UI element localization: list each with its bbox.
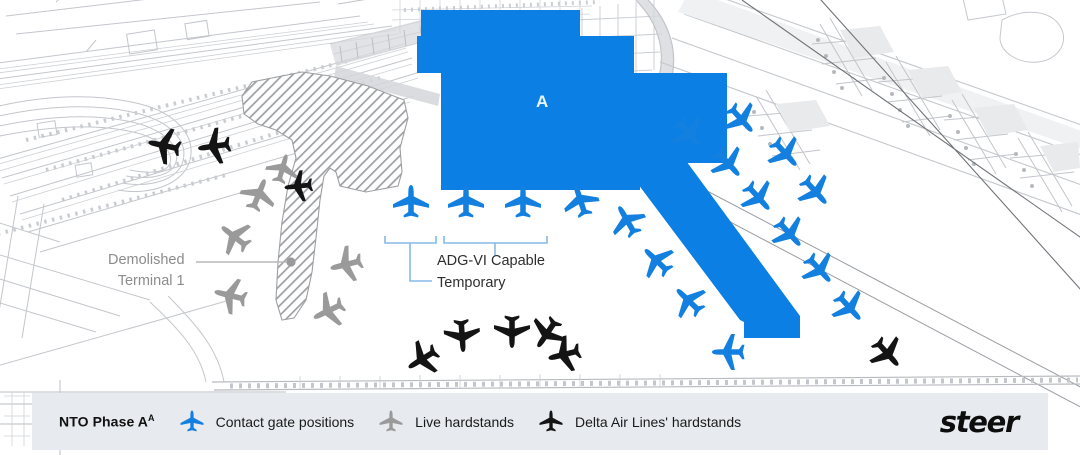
legend-item-live-hardstands[interactable]: Live hardstands: [378, 409, 514, 435]
aircraft-gray: [210, 274, 251, 317]
aircraft-blue: [790, 167, 840, 216]
steer-logo: steer: [939, 404, 1020, 439]
aircraft-black: [282, 169, 315, 204]
legend-bar: NTO Phase AA Contact gate positions Live…: [32, 393, 1048, 450]
terminal-a-diagonal-concourse: [632, 158, 800, 338]
demolished-terminal-leader: [196, 257, 296, 267]
legend-item-delta-hardstands[interactable]: Delta Air Lines' hardstands: [538, 409, 741, 435]
aircraft-black: [443, 318, 482, 354]
legend-item-contact-gate-positions[interactable]: Contact gate positions: [179, 409, 355, 435]
aircraft-black: [195, 126, 233, 167]
legend-title-main: NTO Phase A: [59, 413, 149, 430]
legend-title: NTO Phase AA: [59, 413, 155, 430]
aircraft-blue: [764, 209, 814, 258]
aircraft-blue: [794, 245, 844, 294]
demolished-terminal-1-footprint: [241, 71, 409, 321]
legend-label-live-hardstands: Live hardstands: [415, 413, 515, 430]
aircraft-black: [862, 329, 912, 378]
legend-label-delta-hardstands: Delta Air Lines' hardstands: [575, 413, 742, 430]
aircraft-blue: [632, 236, 681, 286]
aircraft-blue: [393, 185, 429, 218]
legend-title-block: NTO Phase AA: [59, 413, 155, 430]
airplane-icon-gray: [379, 410, 403, 431]
aircraft-gray: [305, 287, 351, 335]
aircraft-black: [144, 124, 184, 167]
aircraft-blue: [603, 197, 651, 244]
airplane-icon-blue: [180, 410, 204, 431]
aircraft-blue: [712, 334, 745, 370]
aircraft-black: [494, 315, 530, 348]
legend-label-contact-gate-positions: Contact gate positions: [215, 413, 355, 430]
aircraft-black: [399, 335, 446, 383]
legend-title-superscript: A: [148, 413, 155, 424]
live-hardstand-aircraft-group: [210, 150, 367, 335]
aircraft-blue: [664, 276, 713, 326]
aircraft-blue: [733, 173, 783, 222]
airplane-icon-black: [539, 410, 563, 431]
aircraft-gray: [210, 212, 259, 262]
adg-annotation-brackets: [384, 236, 548, 282]
terminal-a-building: [417, 10, 727, 190]
aircraft-blue: [760, 129, 810, 178]
aircraft-gray: [326, 243, 367, 286]
aircraft-blue: [824, 283, 874, 332]
